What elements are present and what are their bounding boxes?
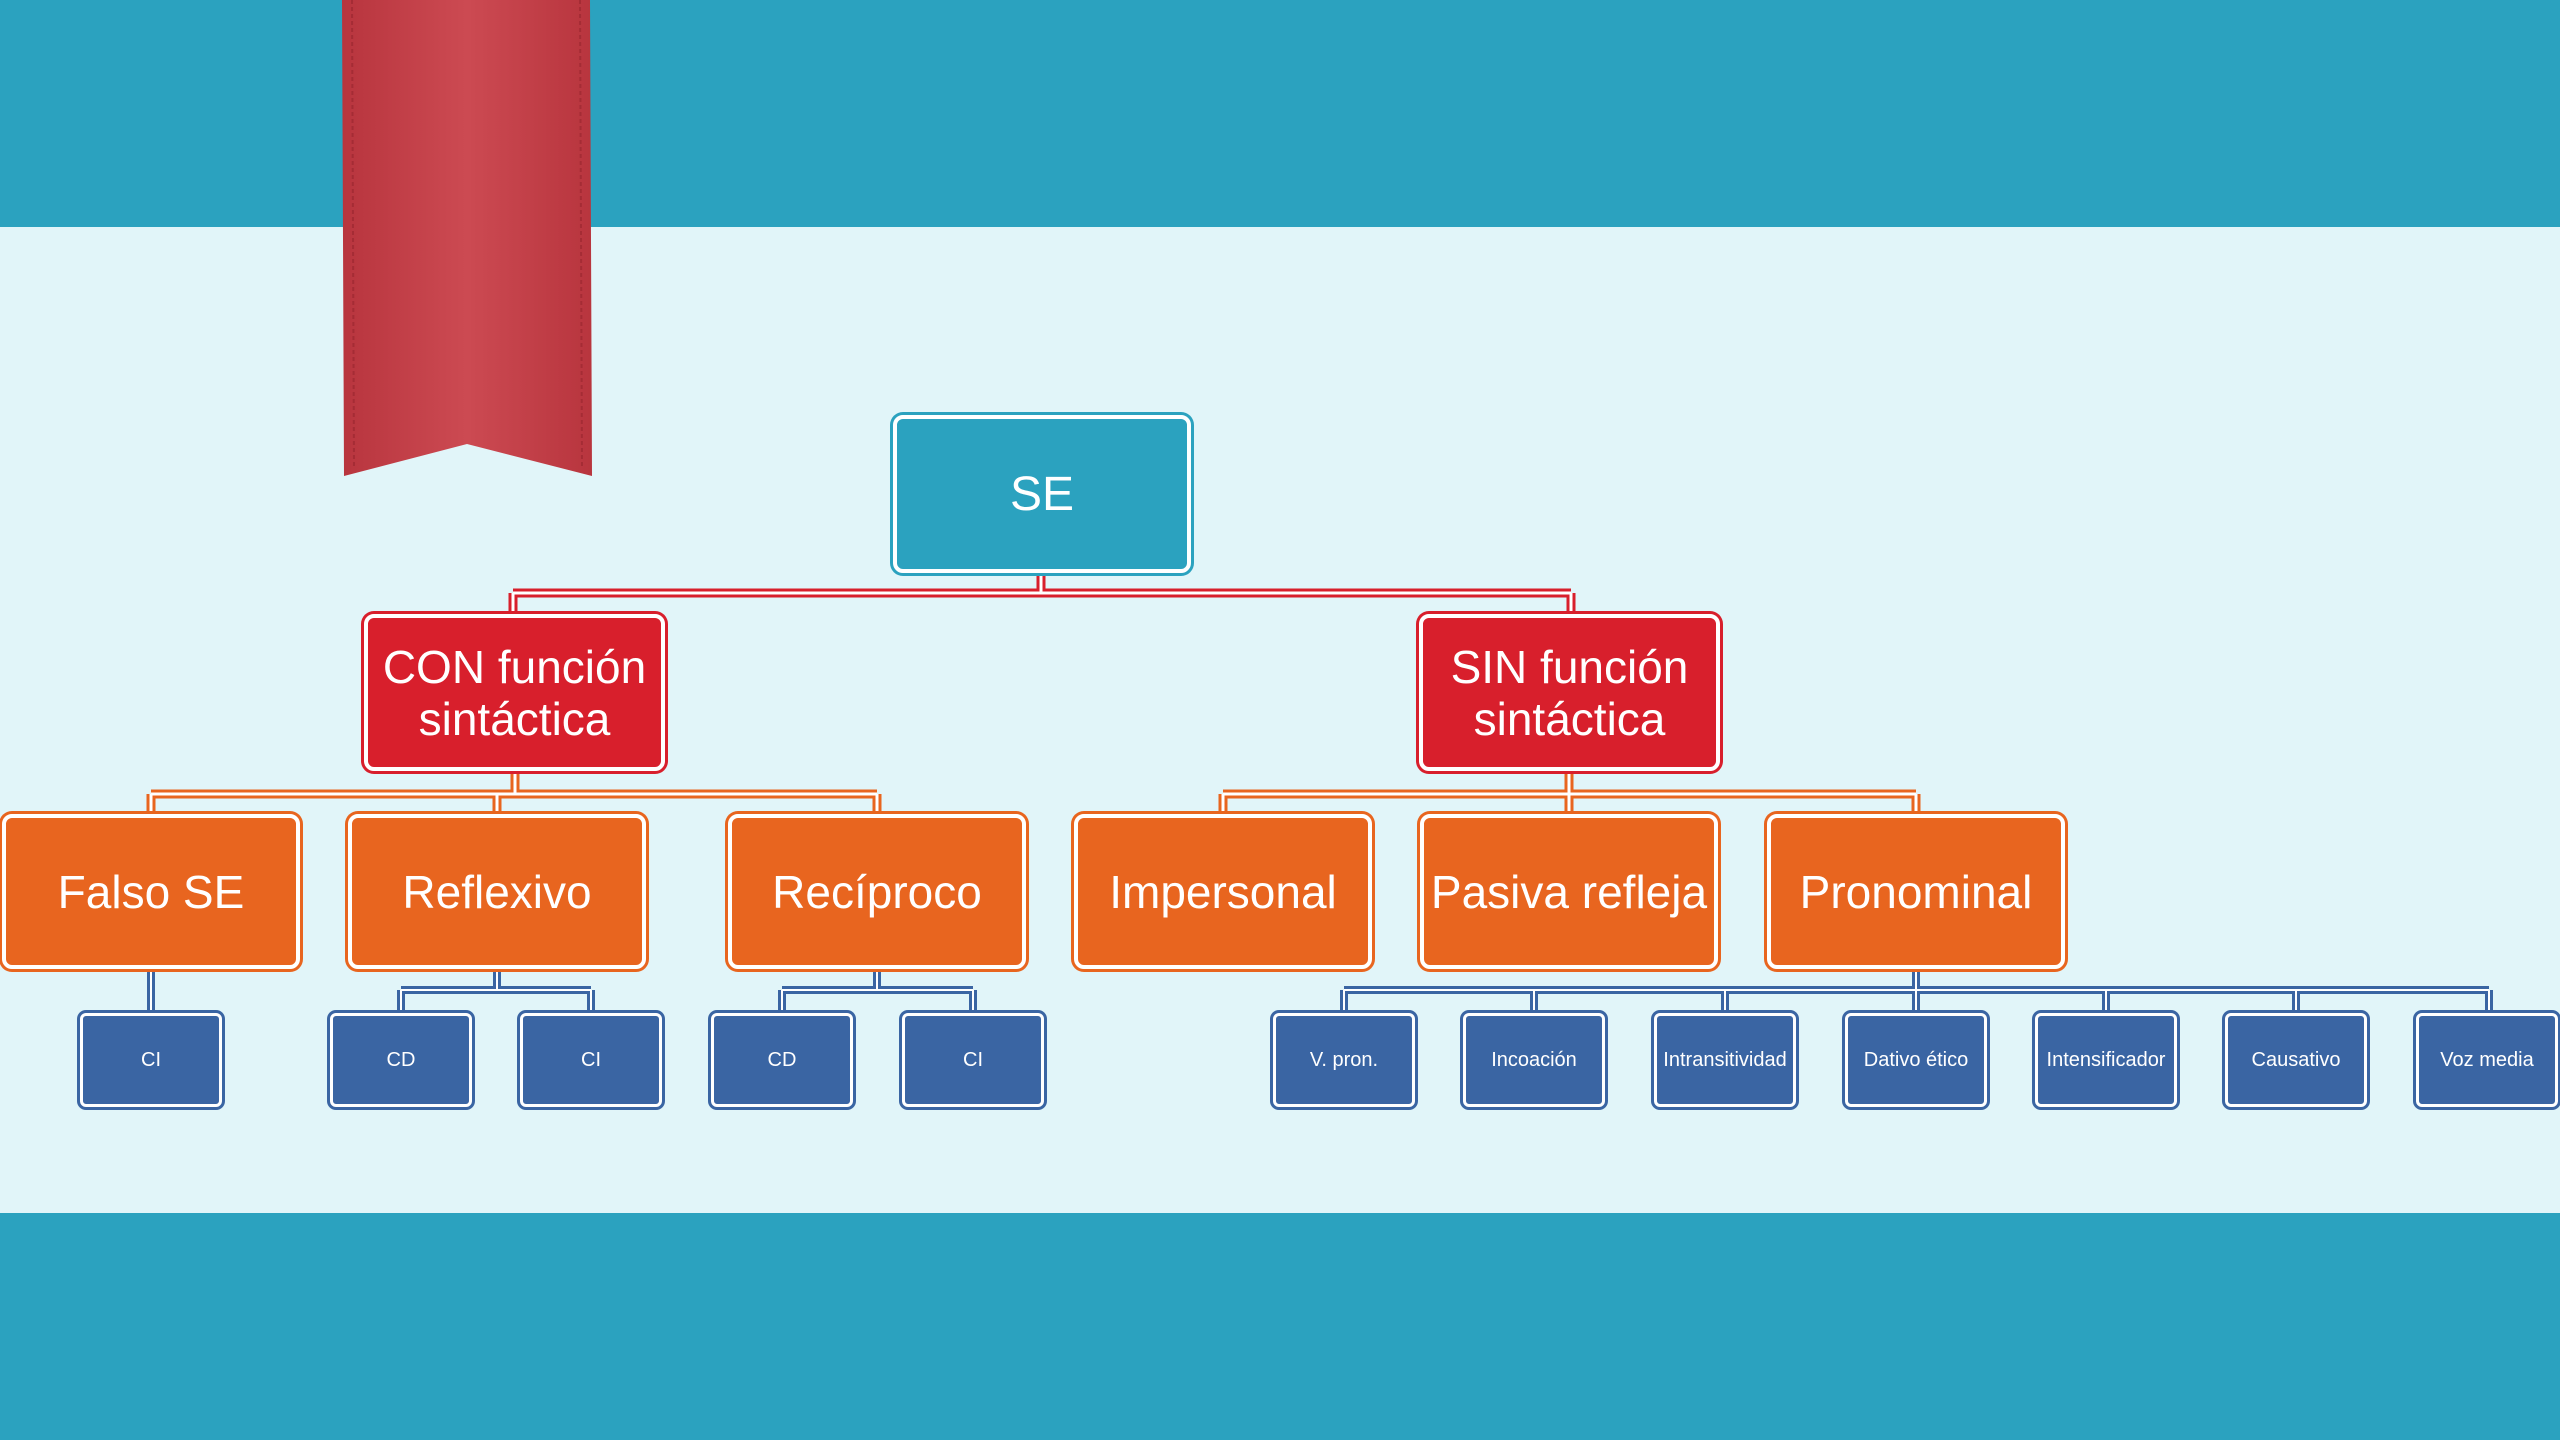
reciproco-node: Recíproco <box>728 814 1026 969</box>
causativo-label: Causativo <box>2251 1048 2341 1071</box>
bookmark-ribbon <box>342 0 592 476</box>
sin-funcion-line2: sintáctica <box>1473 692 1666 745</box>
pasiva-refleja-label: Pasiva refleja <box>1430 865 1708 918</box>
reflexivo-label: Reflexivo <box>402 865 592 918</box>
root-node: SE <box>893 415 1191 573</box>
reciproco-ci-node: CI <box>902 1013 1044 1107</box>
intensificador-label: Intensificador <box>2046 1048 2166 1071</box>
sin-funcion-line1: SIN función <box>1450 640 1689 693</box>
falso-se-node: Falso SE <box>2 814 300 969</box>
impersonal-label: Impersonal <box>1109 865 1337 918</box>
con-funcion-node: CON función sintáctica <box>364 614 665 771</box>
impersonal-node: Impersonal <box>1074 814 1372 969</box>
reflexivo-cd-label: CD <box>386 1048 416 1071</box>
bottom-band <box>0 1213 2560 1440</box>
dativo-etico-label: Dativo ético <box>1863 1048 1969 1071</box>
intransitividad-label: Intransitividad <box>1663 1048 1787 1071</box>
pasiva-refleja-node: Pasiva refleja <box>1420 814 1718 969</box>
dativo-etico-node: Dativo ético <box>1845 1013 1987 1107</box>
falso-se-ci-node: CI <box>80 1013 222 1107</box>
reflexivo-ci-label: CI <box>581 1048 601 1071</box>
intransitividad-node: Intransitividad <box>1654 1013 1796 1107</box>
reciproco-cd-label: CD <box>767 1048 797 1071</box>
reflexivo-node: Reflexivo <box>348 814 646 969</box>
root-label: SE <box>1009 467 1075 521</box>
incoacion-label: Incoación <box>1491 1048 1577 1071</box>
voz-media-label: Voz media <box>2440 1048 2534 1071</box>
con-funcion-line1: CON función <box>382 640 647 693</box>
con-funcion-line2: sintáctica <box>418 692 611 745</box>
reflexivo-cd-node: CD <box>330 1013 472 1107</box>
sin-funcion-node: SIN función sintáctica <box>1419 614 1720 771</box>
v-pron-node: V. pron. <box>1273 1013 1415 1107</box>
pronominal-node: Pronominal <box>1767 814 2065 969</box>
reciproco-ci-label: CI <box>963 1048 983 1071</box>
reflexivo-ci-node: CI <box>520 1013 662 1107</box>
voz-media-node: Voz media <box>2416 1013 2558 1107</box>
falso-se-ci-label: CI <box>141 1048 161 1071</box>
reciproco-label: Recíproco <box>772 865 982 918</box>
reciproco-cd-node: CD <box>711 1013 853 1107</box>
v-pron-label: V. pron. <box>1309 1048 1379 1071</box>
causativo-node: Causativo <box>2225 1013 2367 1107</box>
falso-se-label: Falso SE <box>57 865 245 918</box>
incoacion-node: Incoación <box>1463 1013 1605 1107</box>
pronominal-label: Pronominal <box>1799 865 2033 918</box>
intensificador-node: Intensificador <box>2035 1013 2177 1107</box>
